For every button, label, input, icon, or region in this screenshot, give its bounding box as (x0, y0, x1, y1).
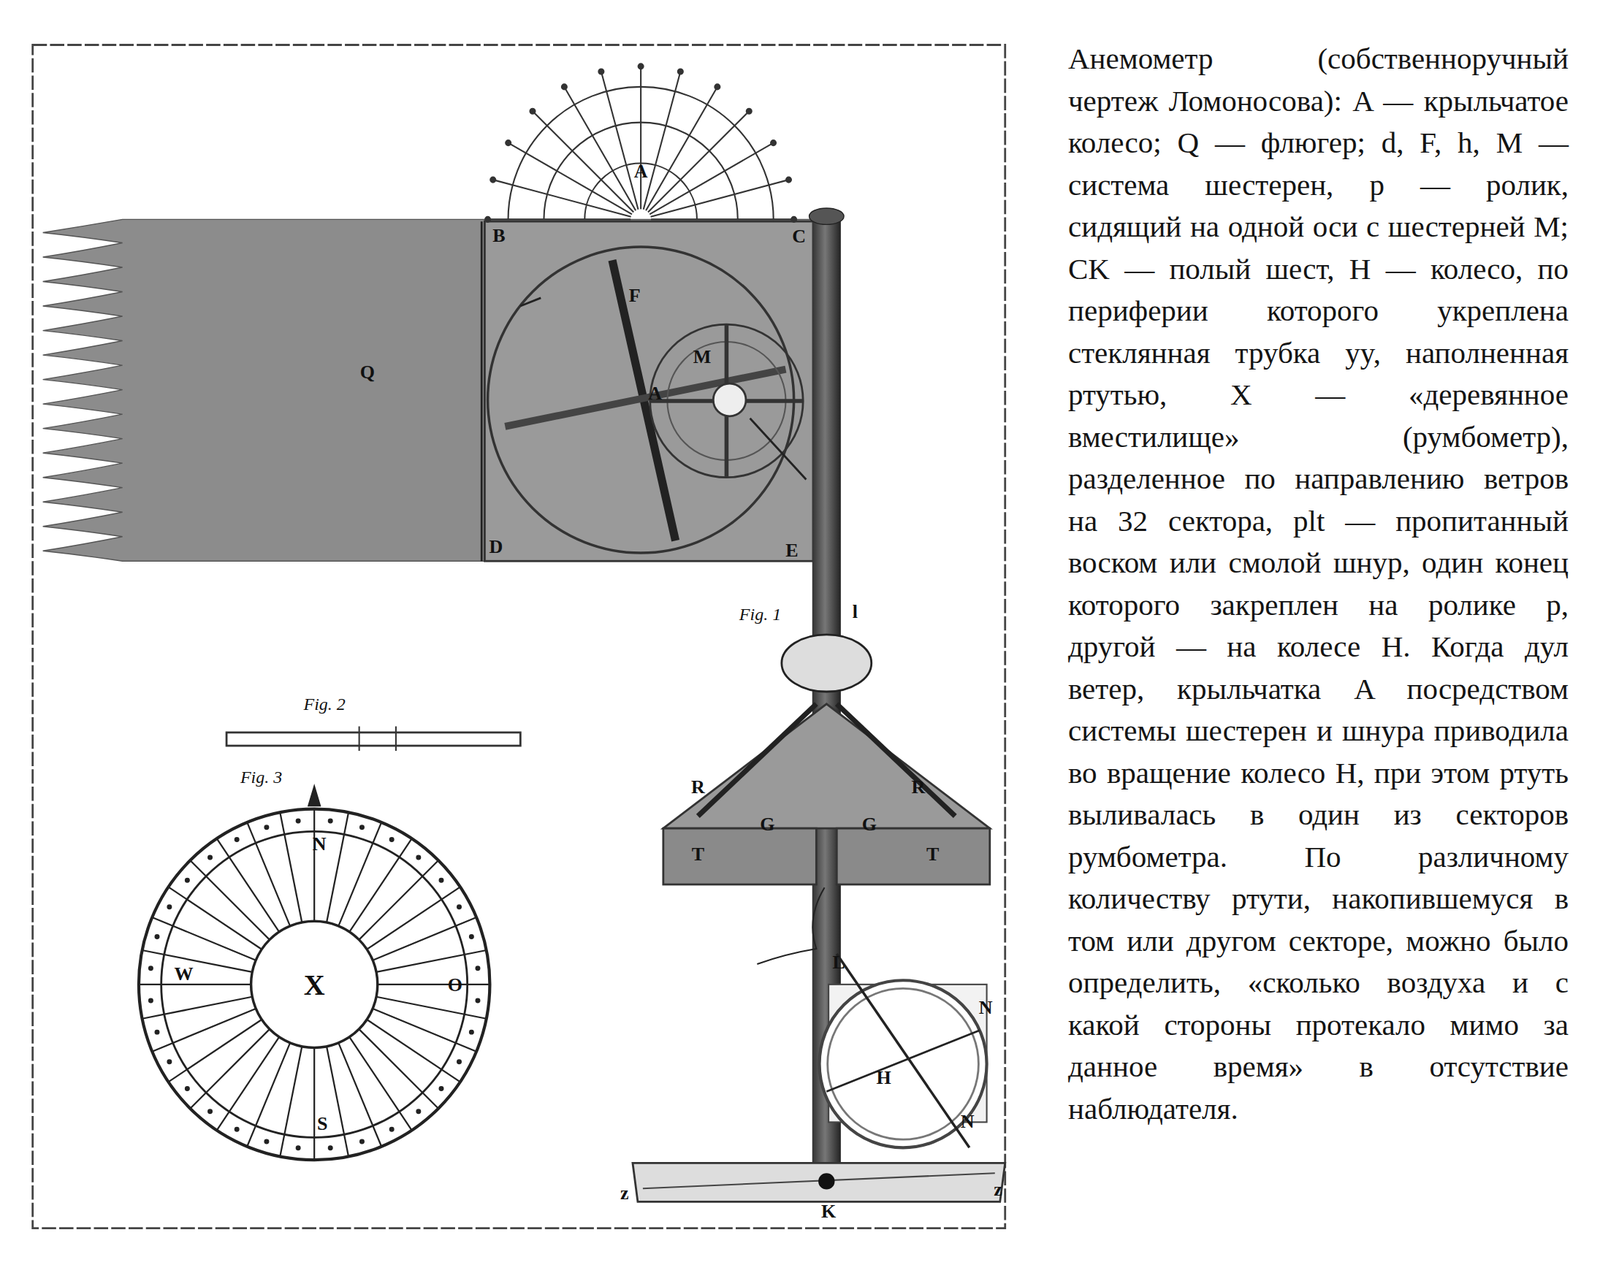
part-letter: R (691, 778, 706, 798)
part-letter: R (911, 778, 926, 798)
part-letter: N (312, 835, 327, 855)
part-letter: T (691, 845, 705, 865)
part-letter: H (875, 1068, 891, 1088)
part-letter: S (317, 1114, 328, 1134)
part-letter: W (173, 965, 193, 985)
figure-number: Fig. 2 (303, 695, 345, 714)
part-letter: C (791, 227, 806, 247)
part-letter: Q (360, 363, 375, 383)
part-letter: l (852, 602, 858, 622)
part-letter: L (832, 953, 845, 973)
caption-text: Анемометр (собственноручный чертеж Ломон… (1068, 41, 1569, 1126)
part-letter: A (648, 384, 662, 404)
part-letter: B (492, 226, 505, 246)
part-letter: T (926, 845, 939, 865)
part-letter: M (693, 347, 712, 367)
part-letter: G (759, 815, 775, 835)
part-letter: X (303, 970, 326, 1001)
figure-number: Fig. 1 (739, 605, 782, 624)
part-letter: N (978, 998, 993, 1018)
part-letter: N (960, 1112, 975, 1132)
part-letter: A (634, 162, 649, 182)
figure-number: Fig. 3 (240, 768, 283, 787)
part-letter: F (629, 286, 641, 306)
part-letter: E (785, 541, 798, 561)
part-letter: z (993, 1180, 1003, 1200)
part-letter: D (488, 537, 503, 557)
part-letter: G (862, 815, 877, 835)
part-letter: O (447, 976, 463, 996)
figure-caption: Анемометр (собственноручный чертеж Ломон… (1068, 37, 1569, 1131)
part-letter: z (620, 1184, 630, 1204)
part-letter: K (821, 1202, 836, 1222)
